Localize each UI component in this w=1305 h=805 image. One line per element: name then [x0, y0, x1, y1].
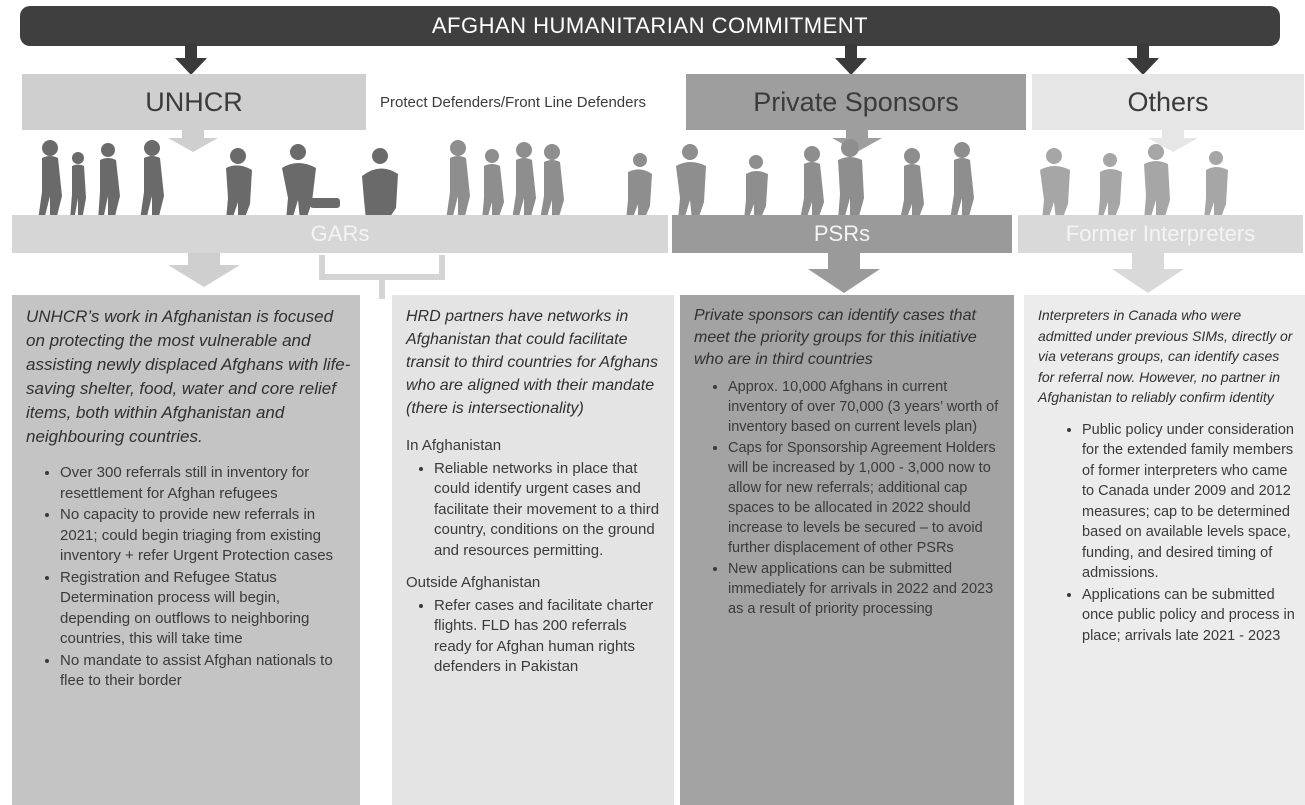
- arrow-others-down: [1148, 130, 1198, 152]
- list-item: Caps for Sponsorship Agreement Holders w…: [728, 438, 1006, 558]
- list-item: No mandate to assist Afghan nationals to…: [60, 651, 352, 692]
- arrow-psrs-down: [808, 253, 880, 293]
- arrow-title-to-unhcr: [175, 44, 207, 75]
- card-hrd-out-bullets: Refer cases and facilitate charter fligh…: [406, 596, 666, 678]
- org-unhcr: UNHCR: [22, 74, 366, 130]
- org-others: Others: [1032, 74, 1304, 130]
- arrow-unhcr-down: [168, 130, 218, 152]
- org-protect-defenders: Protect Defenders/Front Line Defenders: [372, 74, 682, 130]
- arrow-gars-down: [168, 253, 240, 287]
- arrow-title-to-others: [1127, 44, 1159, 75]
- card-private-lead: Private sponsors can identify cases that…: [694, 307, 977, 368]
- card-unhcr: UNHCR’s work in Afghanistan is focused o…: [12, 295, 360, 805]
- card-others: Interpreters in Canada who were admitted…: [1024, 295, 1305, 805]
- card-hrd-in-heading: In Afghanistan: [406, 437, 502, 454]
- card-hrd-partners: HRD partners have networks in Afghanista…: [392, 295, 674, 805]
- arrow-interpreters-down: [1112, 253, 1184, 293]
- card-others-lead: Interpreters in Canada who were admitted…: [1038, 307, 1293, 405]
- org-private-sponsors: Private Sponsors: [686, 74, 1026, 130]
- card-others-bullets: Public policy under consideration for th…: [1038, 420, 1297, 647]
- card-hrd-in-bullets: Reliable networks in place that could id…: [406, 459, 666, 562]
- bracket-gars-to-hrd: [319, 255, 445, 299]
- list-item: Reliable networks in place that could id…: [434, 459, 666, 562]
- card-hrd-lead: HRD partners have networks in Afghanista…: [406, 308, 658, 417]
- list-item: Over 300 referrals still in inventory fo…: [60, 463, 352, 504]
- refugee-silhouettes-illustration: [38, 139, 1228, 220]
- card-private-sponsors: Private sponsors can identify cases that…: [680, 295, 1014, 805]
- arrow-title-to-private: [835, 44, 867, 75]
- stream-former-interpreters: Former Interpreters: [1018, 215, 1303, 253]
- list-item: Applications can be submitted once publi…: [1082, 585, 1297, 647]
- list-item: Refer cases and facilitate charter fligh…: [434, 596, 666, 678]
- list-item: Public policy under consideration for th…: [1082, 420, 1297, 584]
- list-item: Registration and Refugee Status Determin…: [60, 568, 352, 650]
- card-unhcr-lead: UNHCR’s work in Afghanistan is focused o…: [26, 307, 351, 446]
- card-private-bullets: Approx. 10,000 Afghans in current invent…: [694, 377, 1006, 619]
- stream-gars: GARs: [12, 215, 668, 253]
- diagram-title: AFGHAN HUMANITARIAN COMMITMENT: [20, 6, 1280, 46]
- list-item: New applications can be submitted immedi…: [728, 559, 1006, 619]
- arrow-private-down: [832, 130, 882, 152]
- list-item: Approx. 10,000 Afghans in current invent…: [728, 377, 1006, 437]
- stream-psrs: PSRs: [672, 215, 1012, 253]
- list-item: No capacity to provide new referrals in …: [60, 505, 352, 567]
- card-hrd-out-heading: Outside Afghanistan: [406, 574, 541, 591]
- card-unhcr-bullets: Over 300 referrals still in inventory fo…: [26, 463, 352, 692]
